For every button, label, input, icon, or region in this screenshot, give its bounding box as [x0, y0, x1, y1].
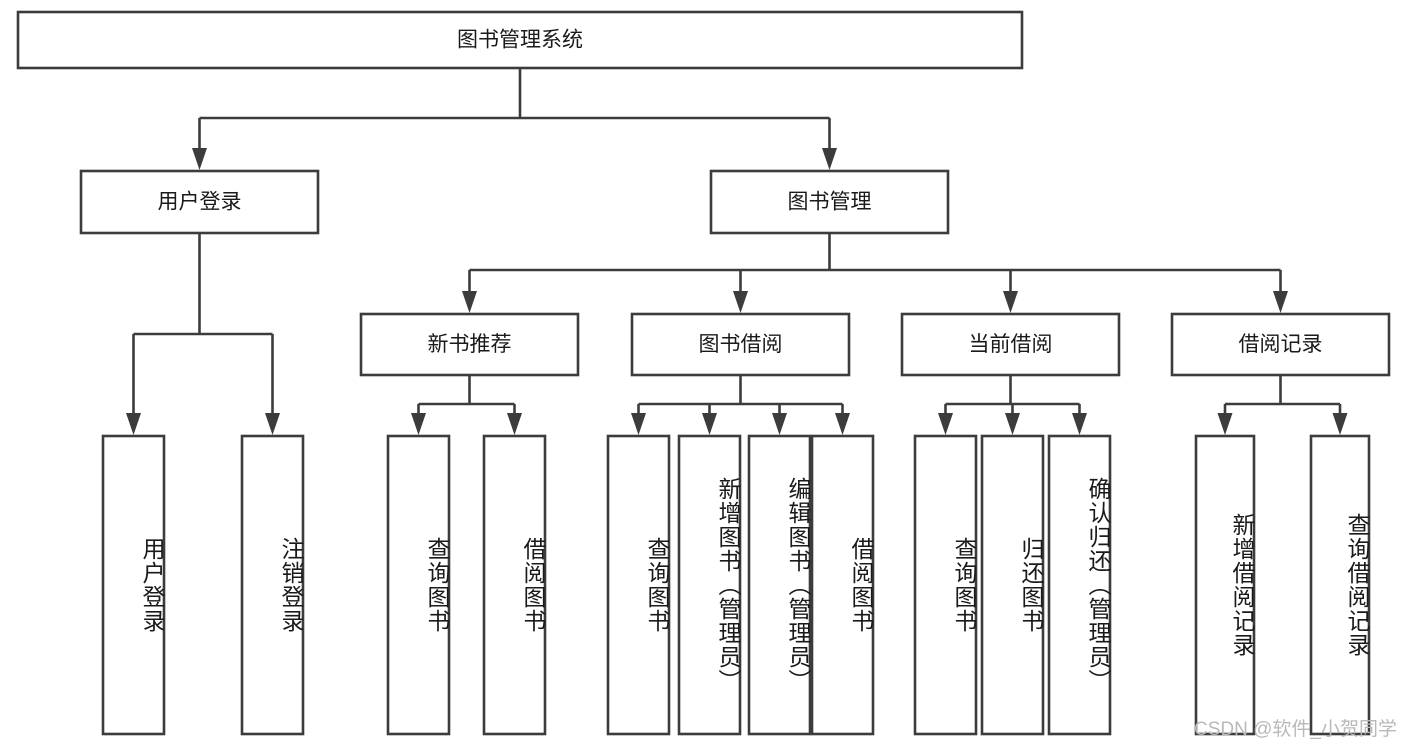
node-box-book-borrow[interactable]	[630, 312, 851, 377]
node-label-user-login: 用户登录	[158, 191, 242, 214]
node-box-leaf-borrow-book-2[interactable]	[810, 434, 875, 736]
node-new-book-recommend[interactable]: 新书推荐	[359, 312, 580, 377]
node-box-leaf-borrow-book-1[interactable]	[482, 434, 547, 736]
node-box-borrow-record[interactable]	[1170, 312, 1391, 377]
node-user-login[interactable]: 用户登录	[79, 169, 320, 235]
node-box-leaf-query-book-2[interactable]	[606, 434, 671, 736]
arrow-head-icon	[1072, 413, 1087, 435]
arrow-head-icon	[835, 413, 850, 435]
node-box-leaf-add-book[interactable]	[677, 434, 742, 736]
node-leaf-add-record[interactable]	[1194, 434, 1256, 736]
node-leaf-user-logout[interactable]	[240, 434, 305, 736]
arrow-head-icon	[1217, 413, 1233, 435]
node-leaf-query-record[interactable]	[1309, 434, 1371, 736]
node-leaf-query-book-1[interactable]	[386, 434, 451, 736]
node-root-root[interactable]: 图书管理系统	[16, 10, 1024, 70]
arrow-head-icon	[462, 291, 477, 313]
node-leaf-add-book[interactable]	[677, 434, 742, 736]
node-box-leaf-return-book[interactable]	[980, 434, 1045, 736]
arrow-head-icon	[1005, 413, 1020, 435]
arrow-head-icon	[126, 413, 141, 435]
node-leaf-edit-book[interactable]	[747, 434, 812, 736]
node-box-leaf-user-login[interactable]	[101, 434, 166, 736]
node-label-root-root: 图书管理系统	[457, 29, 583, 52]
connector-layer	[126, 68, 1348, 435]
watermark-text: CSDN @软件_小贺同学	[1194, 719, 1397, 740]
node-label-current-borrow: 当前借阅	[969, 333, 1053, 356]
arrow-head-icon	[702, 413, 717, 435]
node-box-leaf-query-book-3[interactable]	[913, 434, 978, 736]
node-leaf-borrow-book-1[interactable]	[482, 434, 547, 736]
node-label-book-manage: 图书管理	[788, 191, 872, 214]
arrow-head-icon	[772, 413, 787, 435]
arrow-head-icon	[507, 413, 522, 435]
arrow-head-icon	[1332, 413, 1348, 435]
node-box-new-book-recommend[interactable]	[359, 312, 580, 377]
arrow-head-icon	[192, 148, 207, 170]
arrow-head-icon	[938, 413, 953, 435]
node-box-leaf-add-record[interactable]	[1194, 434, 1256, 736]
node-book-manage[interactable]: 图书管理	[709, 169, 950, 235]
node-box-current-borrow[interactable]	[900, 312, 1121, 377]
node-book-borrow[interactable]: 图书借阅	[630, 312, 851, 377]
node-box-book-manage[interactable]	[709, 169, 950, 235]
arrow-head-icon	[822, 148, 837, 170]
node-leaf-confirm-return[interactable]	[1047, 434, 1112, 736]
arrow-head-icon	[733, 291, 748, 313]
node-borrow-record[interactable]: 借阅记录	[1170, 312, 1391, 377]
node-box-leaf-query-book-1[interactable]	[386, 434, 451, 736]
node-leaf-query-book-3[interactable]	[913, 434, 978, 736]
node-leaf-borrow-book-2[interactable]	[810, 434, 875, 736]
node-box-leaf-query-record[interactable]	[1309, 434, 1371, 736]
arrow-head-icon	[265, 413, 280, 435]
arrow-head-icon	[411, 413, 426, 435]
node-leaf-user-login[interactable]	[101, 434, 166, 736]
node-box-leaf-confirm-return[interactable]	[1047, 434, 1112, 736]
node-box-leaf-user-logout[interactable]	[240, 434, 305, 736]
node-label-borrow-record: 借阅记录	[1239, 333, 1323, 356]
node-label-new-book-recommend: 新书推荐	[428, 333, 512, 356]
node-label-book-borrow: 图书借阅	[699, 333, 783, 356]
node-leaf-return-book[interactable]	[980, 434, 1045, 736]
arrow-head-icon	[1003, 291, 1018, 313]
node-box-user-login[interactable]	[79, 169, 320, 235]
arrow-head-icon	[631, 413, 646, 435]
arrow-head-icon	[1273, 291, 1288, 313]
node-box-root-root[interactable]	[16, 10, 1024, 70]
node-current-borrow[interactable]: 当前借阅	[900, 312, 1121, 377]
node-leaf-query-book-2[interactable]	[606, 434, 671, 736]
node-box-leaf-edit-book[interactable]	[747, 434, 812, 736]
